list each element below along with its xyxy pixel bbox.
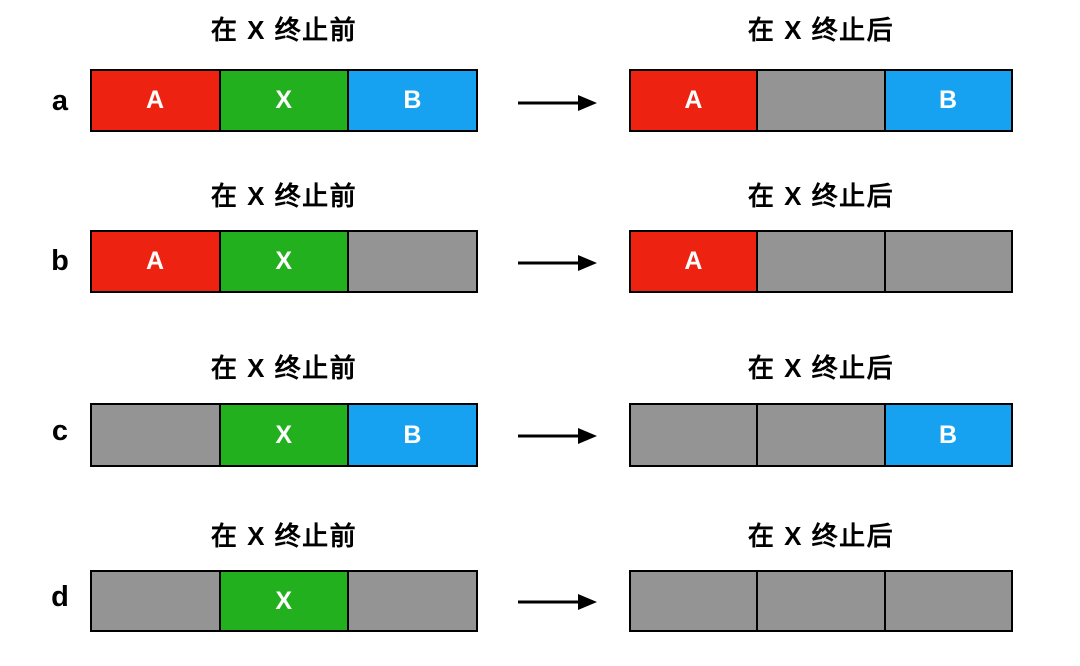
cell-after-b-2: [885, 232, 1011, 291]
cell-before-c-1: X: [220, 405, 350, 465]
cell-before-d-0: [92, 572, 221, 630]
cell-after-d-2: [885, 572, 1011, 630]
panel-title-after-d: 在 X 终止后: [747, 521, 895, 551]
right-arrow-icon: [516, 252, 600, 274]
cell-after-c-1: [758, 405, 886, 465]
cell-before-c-0: [92, 405, 221, 465]
cell-before-c-2: B: [349, 405, 477, 465]
bar-after-d: [629, 570, 1013, 632]
cell-before-b-1: X: [220, 232, 350, 291]
cell-after-a-1: [758, 71, 886, 130]
cell-after-c-0: [631, 405, 759, 465]
cell-after-b-0: A: [631, 232, 759, 291]
panel-title-after-b: 在 X 终止后: [747, 181, 895, 211]
cell-after-b-1: [758, 232, 886, 291]
cell-before-a-0: A: [92, 71, 221, 130]
row-label-b: b: [51, 245, 69, 277]
diagram-row-a: a 在 X 终止前 A X B 在 X 终止后 A B: [0, 0, 1080, 170]
diagram-row-b: b 在 X 终止前 A X 在 X 终止后 A: [0, 170, 1080, 330]
bar-after-b: A: [629, 230, 1013, 293]
bar-before-d: X: [90, 570, 478, 632]
panel-title-before-c: 在 X 终止前: [210, 353, 358, 383]
bar-after-c: B: [629, 403, 1013, 467]
row-label-d: d: [51, 581, 69, 613]
cell-after-d-1: [758, 572, 886, 630]
row-label-a: a: [51, 85, 69, 117]
cell-after-c-2: B: [885, 405, 1011, 465]
panel-title-before-b: 在 X 终止前: [210, 181, 358, 211]
right-arrow-icon: [516, 425, 600, 447]
cell-before-a-2: B: [349, 71, 477, 130]
cell-before-b-2: [349, 232, 477, 291]
panel-title-after-c: 在 X 终止后: [747, 353, 895, 383]
cell-before-d-1: X: [220, 572, 350, 630]
bar-before-b: A X: [90, 230, 478, 293]
diagram-row-d: d 在 X 终止前 X 在 X 终止后: [0, 500, 1080, 666]
cell-before-b-0: A: [92, 232, 221, 291]
cell-after-d-0: [631, 572, 759, 630]
panel-title-before-a: 在 X 终止前: [210, 15, 358, 45]
cell-after-a-2: B: [885, 71, 1011, 130]
right-arrow-icon: [516, 92, 600, 114]
panel-title-before-d: 在 X 终止前: [210, 521, 358, 551]
cell-before-d-2: [349, 572, 477, 630]
bar-after-a: A B: [629, 69, 1013, 132]
cell-before-a-1: X: [220, 71, 350, 130]
bar-before-c: X B: [90, 403, 478, 467]
right-arrow-icon: [516, 591, 600, 613]
cell-after-a-0: A: [631, 71, 759, 130]
bar-before-a: A X B: [90, 69, 478, 132]
row-label-c: c: [51, 415, 69, 447]
diagram-row-c: c 在 X 终止前 X B 在 X 终止后 B: [0, 330, 1080, 500]
panel-title-after-a: 在 X 终止后: [747, 15, 895, 45]
